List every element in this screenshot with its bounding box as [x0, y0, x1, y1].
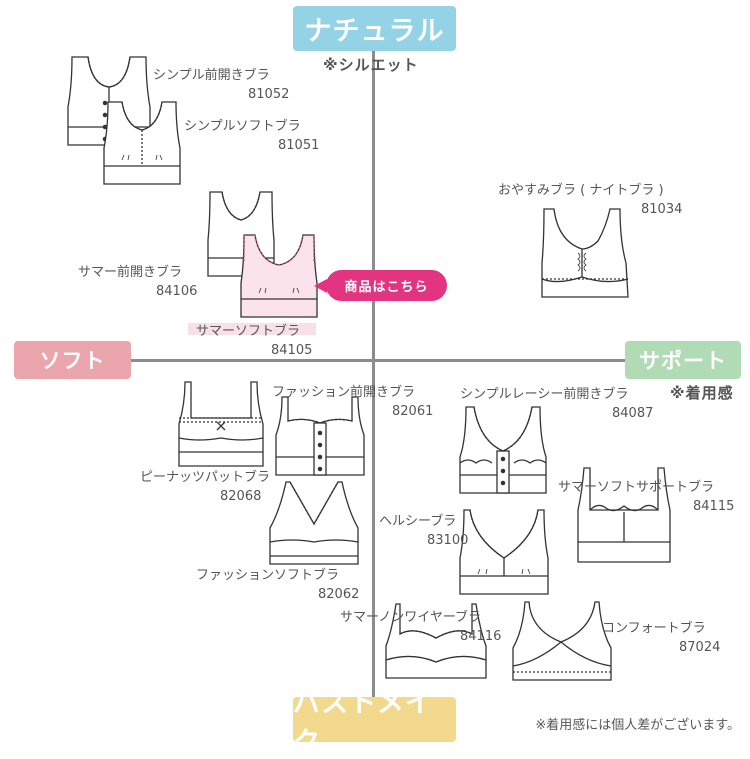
- product-code: 87024: [679, 640, 721, 655]
- product-image-81051[interactable]: [102, 100, 182, 186]
- product-code: 81034: [641, 202, 683, 217]
- product-name: シンプル前開きブラ: [153, 68, 270, 83]
- product-name: ヘルシーブラ: [379, 514, 457, 529]
- product-label-83100[interactable]: ヘルシーブラ 83100: [379, 512, 468, 550]
- product-name: サマーソフトブラ: [196, 324, 301, 339]
- product-name: シンプルソフトブラ: [184, 119, 301, 134]
- product-label-84087[interactable]: シンプルレーシー前開きブラ 84087: [460, 385, 653, 423]
- product-label-82061[interactable]: ファッション前開きブラ 82061: [272, 383, 433, 421]
- product-label-81034[interactable]: おやすみブラ ( ナイトブラ ) 81034: [498, 181, 682, 219]
- product-label-84105[interactable]: サマーソフトブラ 84105: [196, 322, 312, 360]
- product-image-82061[interactable]: [274, 395, 366, 477]
- product-code: 82068: [220, 489, 262, 504]
- axis-note-fit: ※着用感: [670, 384, 734, 402]
- product-callout-button[interactable]: 商品はこちら: [314, 270, 447, 301]
- product-label-87024[interactable]: コンフォートブラ 87024: [602, 619, 720, 657]
- product-image-84115[interactable]: [574, 466, 674, 564]
- product-code: 81051: [278, 138, 320, 153]
- product-label-82068[interactable]: ピーナッツパットブラ 82068: [140, 468, 270, 506]
- product-label-81051[interactable]: シンプルソフトブラ 81051: [184, 117, 319, 155]
- product-image-83100[interactable]: [458, 508, 550, 596]
- highlight-84105: [188, 323, 316, 335]
- product-label-81052[interactable]: シンプル前開きブラ 81052: [153, 66, 289, 104]
- product-name: サマー前開きブラ: [78, 265, 183, 280]
- vertical-axis: [372, 50, 375, 700]
- product-name: シンプルレーシー前開きブラ: [460, 387, 629, 402]
- product-name: ファッションソフトブラ: [196, 568, 340, 583]
- product-image-82062[interactable]: [266, 480, 362, 566]
- product-code: 84105: [271, 343, 313, 358]
- product-image-81034[interactable]: [538, 207, 630, 299]
- product-code: 82061: [392, 404, 434, 419]
- product-name: ピーナッツパットブラ: [140, 470, 271, 485]
- product-name: サマーソフトサポートブラ: [558, 480, 715, 495]
- product-image-82068[interactable]: [175, 380, 267, 468]
- product-code: 84087: [612, 406, 654, 421]
- product-name: おやすみブラ ( ナイトブラ ): [498, 183, 664, 198]
- axis-label-support: サポート: [625, 341, 741, 379]
- product-name: コンフォートブラ: [602, 621, 706, 636]
- product-label-82062[interactable]: ファッションソフトブラ 82062: [196, 566, 359, 604]
- product-image-84116[interactable]: [384, 600, 488, 680]
- product-label-84106[interactable]: サマー前開きブラ 84106: [78, 263, 197, 301]
- product-code: 82062: [318, 587, 360, 602]
- product-name: サマーノンワイヤーブラ: [340, 610, 482, 625]
- horizontal-axis: [128, 359, 628, 362]
- product-code: 83100: [427, 533, 469, 548]
- product-label-84115[interactable]: サマーソフトサポートブラ 84115: [558, 478, 734, 516]
- product-name: ファッション前開きブラ: [272, 385, 416, 400]
- product-code: 81052: [248, 87, 290, 102]
- axis-note-silhouette: ※シルエット: [323, 56, 419, 74]
- axis-label-bust-make: バストメイク: [293, 688, 456, 758]
- product-image-87024[interactable]: [511, 600, 613, 682]
- product-image-84087[interactable]: [458, 405, 548, 495]
- product-code: 84116: [460, 629, 502, 644]
- product-label-84116[interactable]: サマーノンワイヤーブラ 84116: [340, 608, 501, 646]
- axis-label-soft: ソフト: [14, 341, 131, 379]
- axis-label-natural: ナチュラル: [293, 6, 456, 51]
- product-image-84105[interactable]: [239, 233, 319, 319]
- product-code: 84115: [693, 499, 735, 514]
- product-code: 84106: [156, 284, 198, 299]
- footnote: ※着用感には個人差がございます。: [535, 718, 740, 733]
